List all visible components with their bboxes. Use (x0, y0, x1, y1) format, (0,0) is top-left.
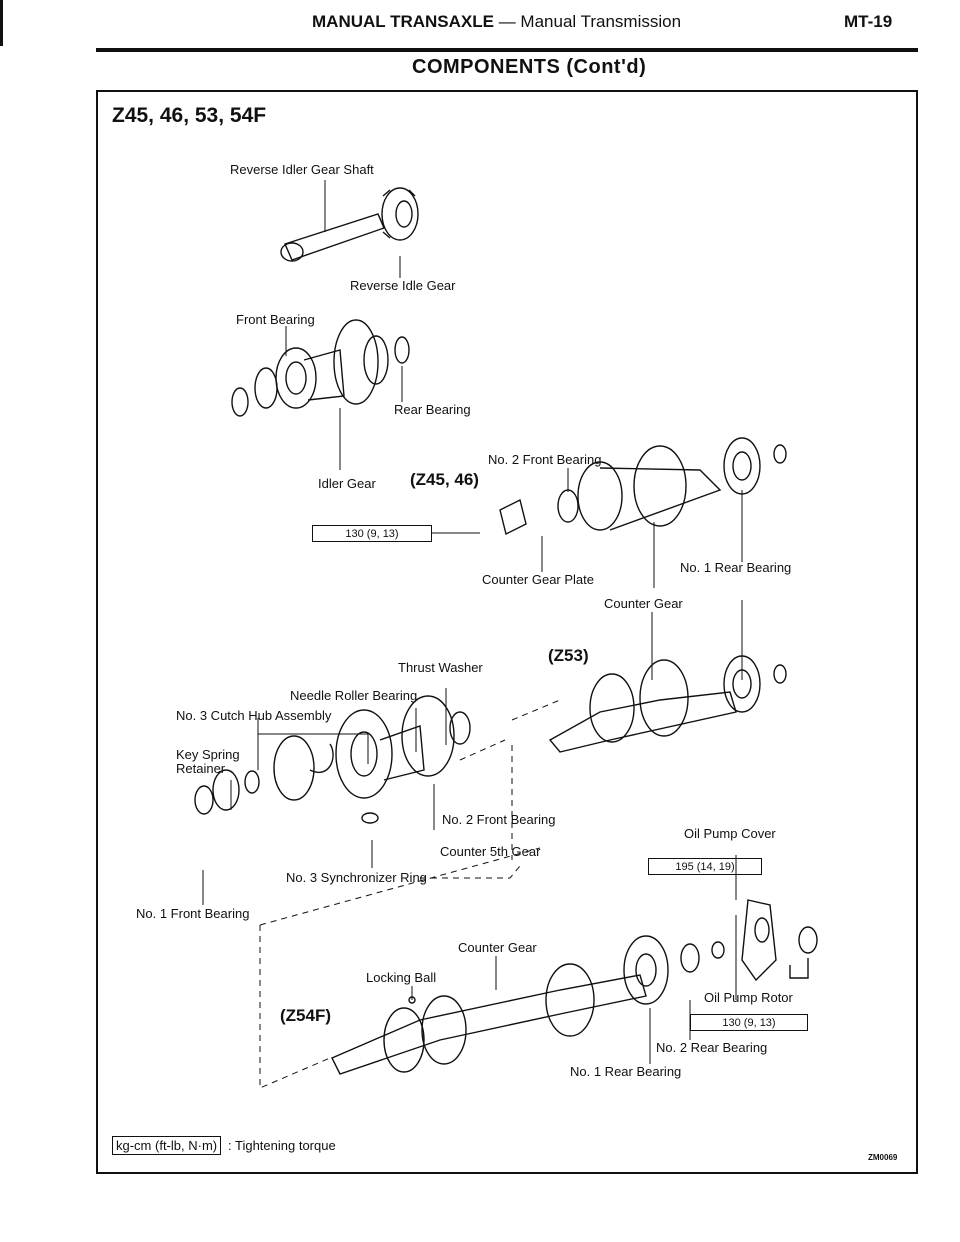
page-number: MT-19 (844, 12, 893, 31)
torque-counter-gear-plate: 130 (9, 13) (312, 525, 432, 542)
label-retainer: Retainer (176, 761, 226, 776)
label-no1-front-bearing: No. 1 Front Bearing (136, 906, 250, 921)
diagram-frame (96, 90, 918, 1174)
variant-z53: (Z53) (548, 646, 589, 665)
label-no1-rear-bearing-top: No. 1 Rear Bearing (680, 560, 792, 575)
label-no2-front-bearing-mid: No. 2 Front Bearing (442, 812, 556, 827)
reverse-idler-shaft-art (280, 187, 419, 262)
oil-pump-art (741, 899, 818, 982)
torque-oil-pump-cover: 195 (14, 19) (648, 858, 762, 875)
label-counter-5th-gear: Counter 5th Gear (440, 844, 541, 859)
variant-z45-46: (Z45, 46) (410, 470, 479, 489)
header-rule (96, 48, 918, 52)
counter-gear-z54f-art (331, 935, 725, 1075)
label-oil-pump-rotor: Oil Pump Rotor (704, 990, 793, 1005)
legend-description: : Tightening torque (228, 1138, 336, 1153)
label-idler-gear: Idler Gear (318, 476, 376, 491)
label-no3-synchronizer-ring: No. 3 Synchronizer Ring (286, 870, 427, 885)
label-needle-roller-bearing: Needle Roller Bearing (290, 688, 418, 703)
fifth-gear-assembly-art (194, 695, 471, 824)
label-oil-pump-cover: Oil Pump Cover (684, 826, 776, 841)
label-front-bearing: Front Bearing (236, 312, 315, 327)
variant-z54f: (Z54F) (280, 1006, 331, 1025)
leader-lines (202, 180, 743, 1064)
label-counter-gear-bottom: Counter Gear (458, 940, 537, 955)
label-rear-bearing: Rear Bearing (394, 402, 471, 417)
counter-gear-z45-art (499, 437, 787, 536)
header-separator: — (493, 12, 521, 31)
header-subsection: Manual Transmission (520, 12, 682, 31)
torque-oil-pump-rotor: 130 (9, 13) (690, 1014, 808, 1031)
page-title: COMPONENTS (Cont'd) (412, 56, 647, 78)
idler-gear-art (231, 319, 410, 417)
label-reverse-idler-gear-shaft: Reverse Idler Gear Shaft (230, 162, 374, 177)
label-counter-gear-plate: Counter Gear Plate (482, 572, 595, 587)
label-no2-rear-bearing: No. 2 Rear Bearing (656, 1040, 768, 1055)
model-title: Z45, 46, 53, 54F (112, 104, 267, 127)
counter-gear-z53-art (548, 655, 787, 753)
dashed-guide-lines (259, 699, 561, 1089)
label-counter-gear-mid: Counter Gear (604, 596, 683, 611)
header-section: MANUAL TRANSAXLE (312, 12, 494, 31)
page-header: MANUAL TRANSAXLE — Manual Transmission M… (0, 12, 960, 52)
label-no3-clutch-hub: No. 3 Cutch Hub Assembly (176, 708, 332, 723)
figure-code: ZM0069 (868, 1153, 898, 1162)
label-reverse-idle-gear: Reverse Idle Gear (350, 278, 456, 293)
header-title: MANUAL TRANSAXLE — Manual Transmission (312, 12, 681, 32)
label-no2-front-bearing-top: No. 2 Front Bearing (488, 452, 602, 467)
page-edge-mark (0, 0, 3, 46)
legend-unit-box: kg-cm (ft-lb, N·m) (112, 1136, 222, 1155)
label-no1-rear-bearing-bottom: No. 1 Rear Bearing (570, 1064, 682, 1079)
label-thrust-washer: Thrust Washer (398, 660, 483, 675)
label-locking-ball: Locking Ball (366, 970, 437, 985)
label-key-spring: Key Spring (176, 747, 240, 762)
